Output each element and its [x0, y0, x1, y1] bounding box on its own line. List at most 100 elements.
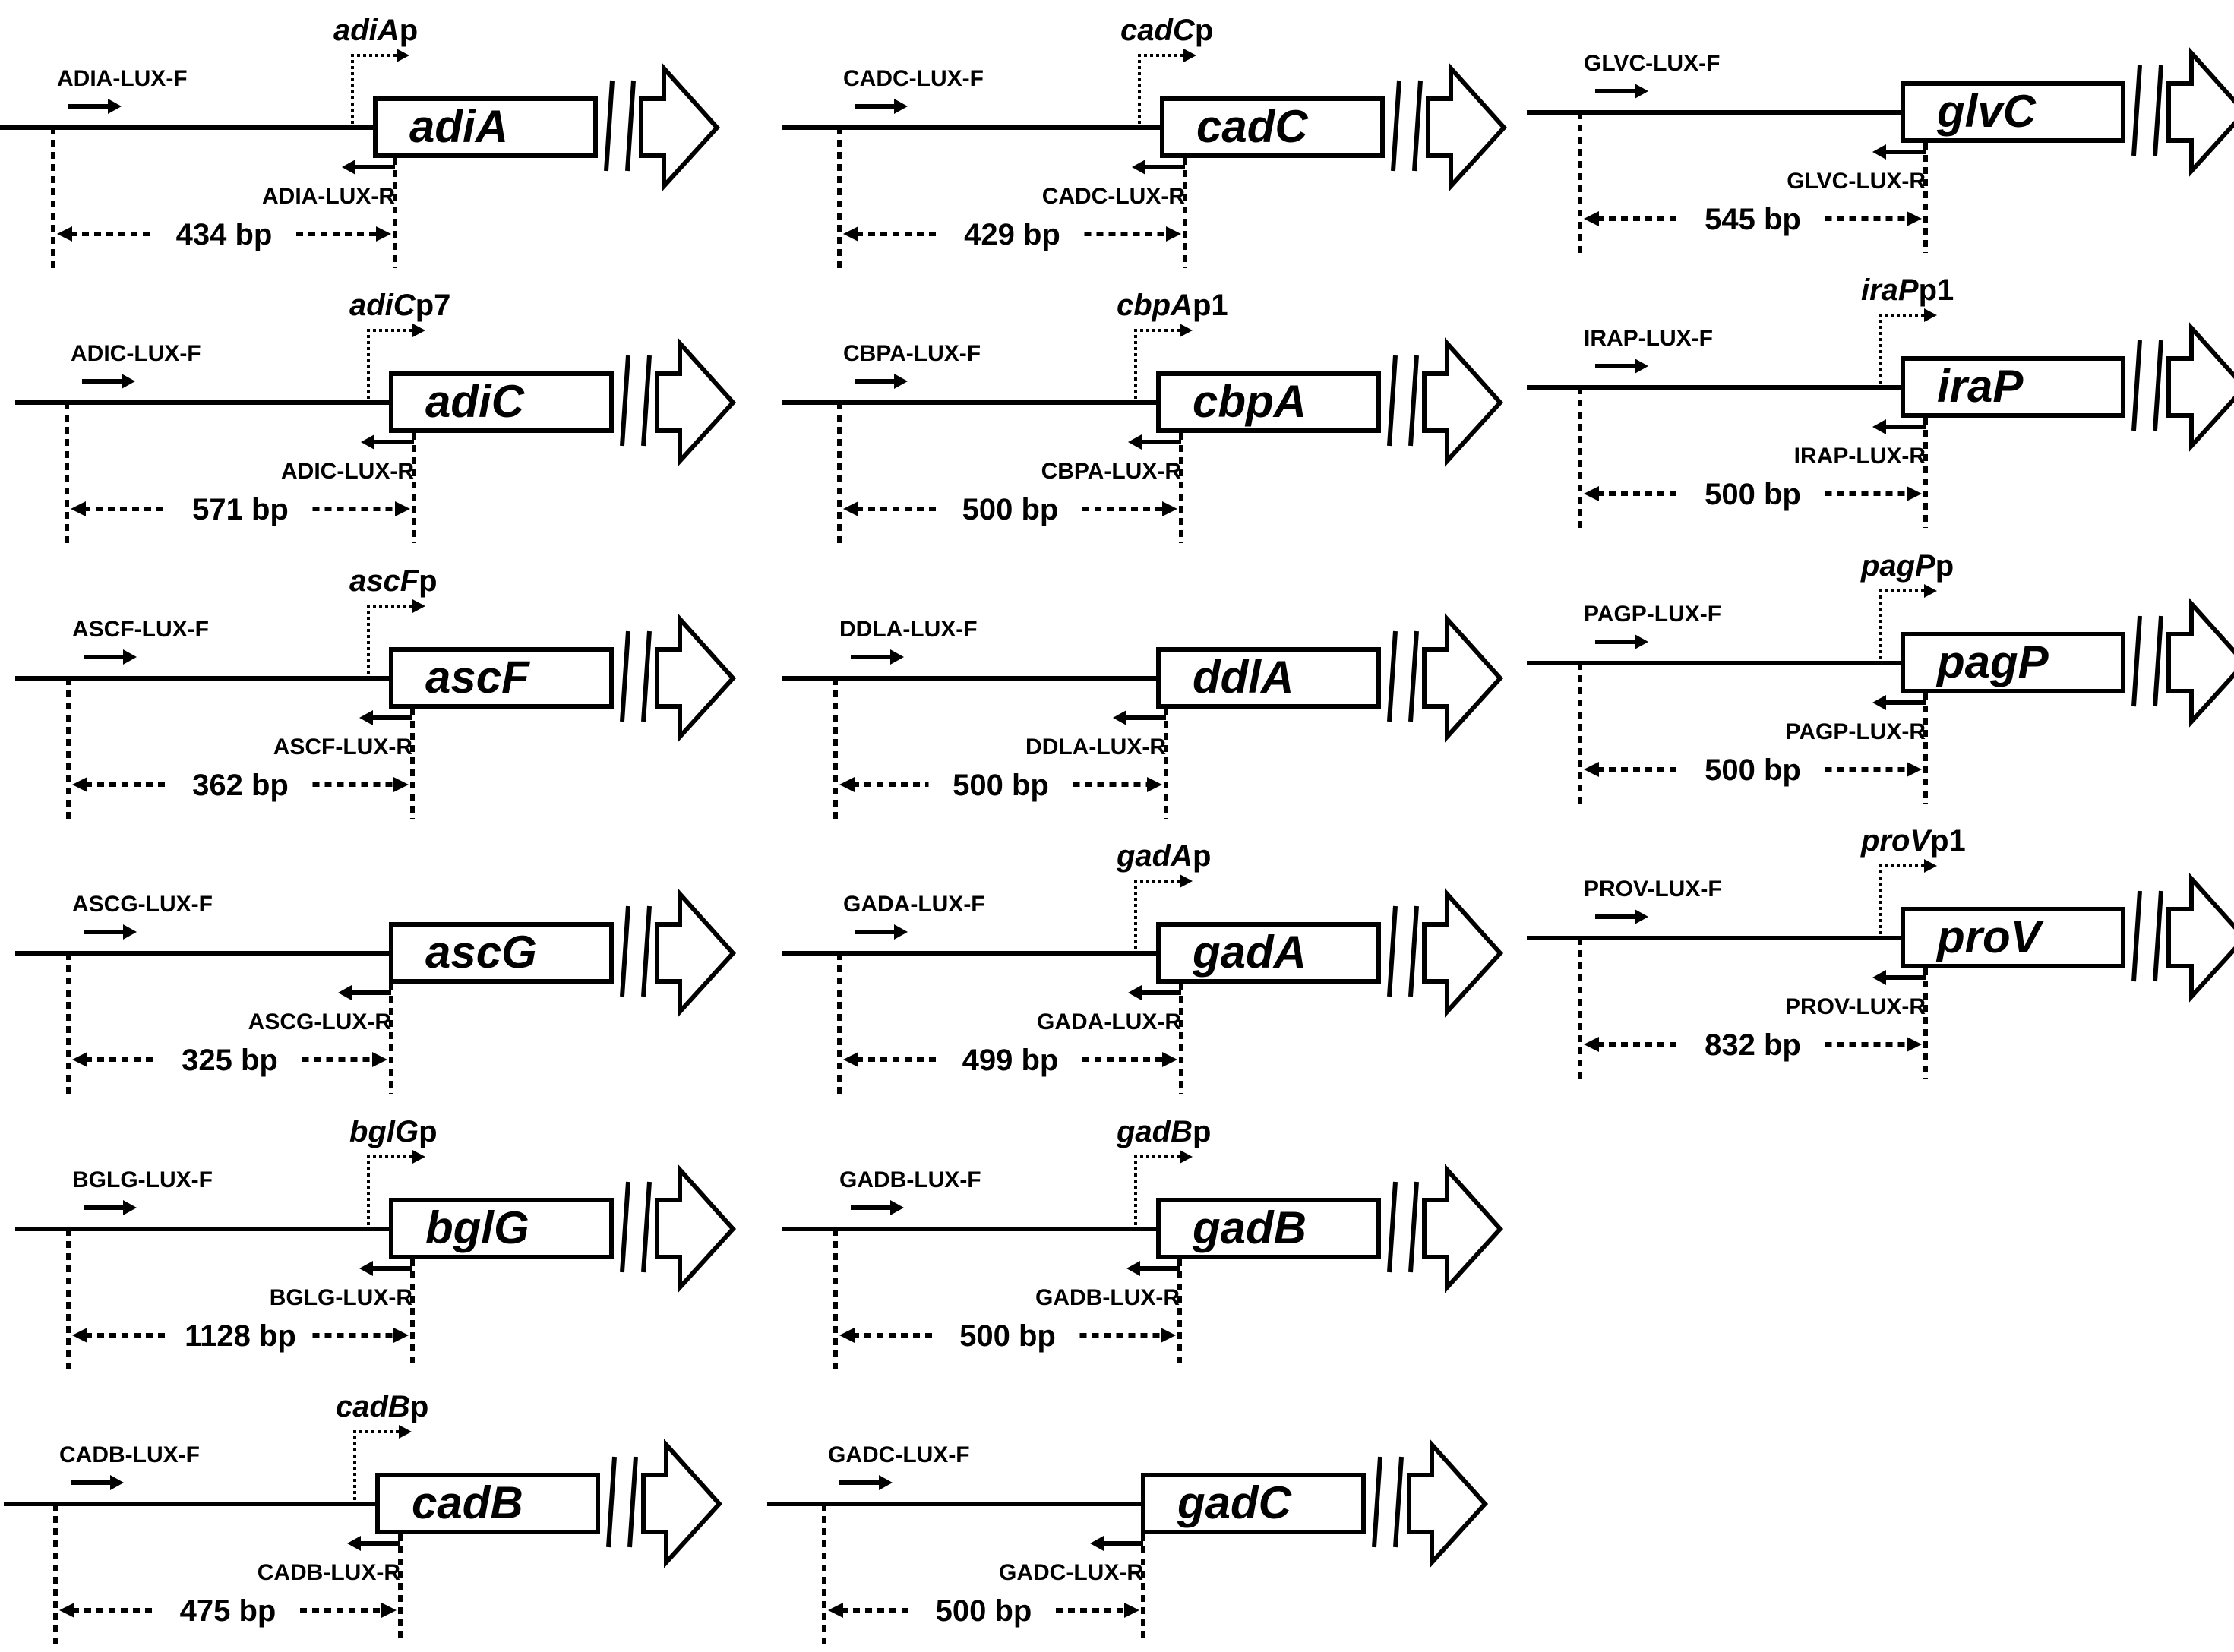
size-arrowhead-right [372, 1052, 387, 1067]
break-mark [641, 1181, 652, 1273]
promoter-tss-arrowhead [1924, 584, 1937, 598]
forward-primer-label: GADC-LUX-F [828, 1442, 970, 1467]
break-mark [2153, 615, 2163, 707]
size-arrowhead-right [381, 1603, 397, 1618]
gene-box [1156, 647, 1381, 709]
promoter-tss-arrow [1134, 880, 1181, 949]
promoter-tss-arrowhead [1180, 324, 1193, 337]
break-mark [627, 1456, 638, 1548]
fragment-size-label: 500 bp [936, 1594, 1032, 1628]
reporter-arrow [2166, 47, 2234, 177]
promoter-tss-arrow [1879, 589, 1926, 659]
reverse-primer-label: ADIC-LUX-R [281, 459, 414, 484]
forward-primer-label: ADIA-LUX-F [57, 66, 188, 91]
size-arrowhead-left [843, 1052, 858, 1067]
break-mark [2131, 65, 2142, 156]
break-mark [625, 80, 636, 172]
reporter-arrow [639, 62, 721, 192]
reverse-primer-label: GLVC-LUX-R [1787, 169, 1926, 194]
forward-primer-arrowhead [122, 374, 135, 389]
break-mark [1408, 630, 1419, 722]
fragment-size-label: 571 bp [192, 493, 289, 526]
break-mark [620, 1181, 630, 1273]
size-arrowhead-left [1584, 1037, 1599, 1052]
size-arrowhead-right [393, 777, 409, 792]
reporter-arrow [1422, 613, 1504, 743]
promoter-tss-arrowhead [397, 49, 409, 62]
break-mark [1393, 1456, 1404, 1548]
gene-label: pagP [1935, 636, 2049, 687]
reverse-primer-arrowhead [359, 710, 373, 725]
gene-label: cadC [1196, 101, 1309, 152]
fragment-size-label: 545 bp [1705, 203, 1801, 236]
break-mark [1408, 355, 1419, 447]
break-mark [620, 905, 630, 997]
fragment-size-label: 832 bp [1705, 1028, 1801, 1062]
promoter-tss-arrow [1138, 54, 1185, 124]
forward-primer-label: CADB-LUX-F [59, 1442, 200, 1467]
forward-primer-label: ASCG-LUX-F [72, 892, 213, 917]
reporter-arrow [655, 1164, 737, 1293]
break-mark [641, 905, 652, 997]
size-arrowhead-right [1907, 1037, 1922, 1052]
forward-primer-arrowhead [123, 924, 137, 940]
forward-primer-label: IRAP-LUX-F [1584, 326, 1713, 351]
promoter-tss-arrow [367, 1155, 414, 1225]
size-arrowhead-right [395, 501, 410, 516]
reverse-primer-label: DDLA-LUX-R [1025, 734, 1166, 760]
break-mark [1387, 1181, 1398, 1273]
gene-box [389, 371, 614, 433]
promoter-tss-arrowhead [399, 1425, 412, 1439]
forward-primer-arrowhead [890, 1200, 904, 1215]
gene-label: glvC [1936, 86, 2037, 137]
break-mark [620, 355, 630, 447]
gene-box [389, 922, 614, 984]
size-arrowhead-right [1907, 211, 1922, 226]
break-mark [2153, 890, 2163, 982]
size-arrowhead-left [1584, 486, 1599, 501]
promoter-tss-arrowhead [1180, 1150, 1193, 1164]
break-mark [1387, 630, 1398, 722]
promoter-label: adiCp7 [349, 289, 450, 322]
reporter-arrow [2166, 598, 2234, 728]
gene-box [1901, 81, 2125, 143]
gene-box [389, 1198, 614, 1259]
promoter-label: ascFp [349, 564, 438, 598]
forward-primer-label: CBPA-LUX-F [843, 341, 981, 366]
break-mark [1412, 80, 1423, 172]
forward-primer-arrowhead [894, 99, 908, 114]
size-arrowhead-right [1124, 1603, 1139, 1618]
break-mark [2153, 340, 2163, 431]
reporter-arrow [655, 613, 737, 743]
forward-primer-arrowhead [110, 1475, 124, 1490]
gene-box [375, 1473, 600, 1534]
reporter-arrow [1422, 1164, 1504, 1293]
reverse-primer-arrowhead [1090, 1536, 1104, 1551]
reverse-primer-label: PROV-LUX-R [1785, 994, 1926, 1019]
promoter-label: bglGp [349, 1115, 438, 1148]
reverse-primer-label: GADB-LUX-R [1035, 1285, 1180, 1310]
promoter-label: proVp1 [1860, 824, 1966, 858]
promoter-tss-arrowhead [1924, 859, 1937, 873]
size-arrowhead-right [393, 1328, 409, 1343]
fragment-size-label: 429 bp [964, 218, 1060, 251]
fragment-size-label: 500 bp [953, 769, 1049, 802]
promoter-tss-arrow [367, 605, 414, 674]
gene-box [389, 647, 614, 709]
gene-box [1901, 356, 2125, 418]
promoter-tss-arrowhead [412, 324, 425, 337]
gene-label: proV [1935, 911, 2045, 962]
reverse-primer-arrowhead [347, 1536, 361, 1551]
reverse-primer-arrowhead [1132, 160, 1145, 175]
size-arrowhead-right [1161, 1328, 1176, 1343]
gene-box [1156, 371, 1381, 433]
reverse-primer-arrowhead [1872, 144, 1886, 160]
